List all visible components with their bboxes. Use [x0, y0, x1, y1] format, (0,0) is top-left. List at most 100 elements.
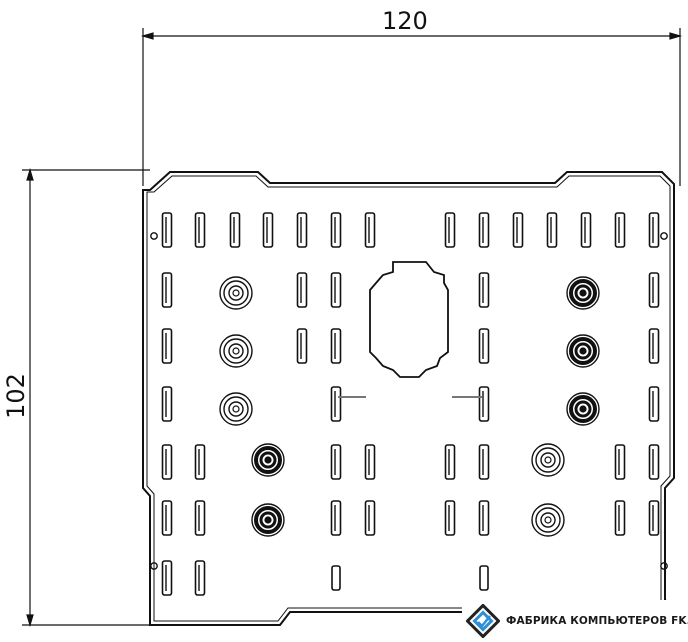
standoff-hole [579, 289, 587, 297]
standoff-inner-ring [574, 284, 592, 302]
standoff-hole [579, 405, 587, 413]
vent-slot [194, 560, 206, 596]
standoff-hole [579, 347, 587, 355]
vent-slot [364, 444, 376, 480]
vent-slot-short [331, 565, 341, 591]
corner-hole [150, 232, 158, 240]
vent-slot [296, 272, 308, 308]
vent-slot [161, 444, 173, 480]
vent-slot [364, 500, 376, 536]
standoff-inner-ring [228, 285, 244, 301]
dim-height-arrow-top [26, 167, 34, 181]
standoff-ring [223, 280, 249, 306]
dimension-lines [22, 28, 683, 628]
center-cutout [369, 261, 449, 378]
standoff-ring [569, 395, 597, 423]
dim-height-arrow-bottom [26, 614, 34, 628]
vent-slot [648, 328, 660, 364]
logo-diamond-icon [466, 604, 500, 638]
standoff-ring [569, 279, 597, 307]
width-dimension-label: 120 [382, 7, 428, 35]
vent-slot [614, 500, 626, 536]
vent-slot [296, 212, 308, 248]
vent-slot [194, 500, 206, 536]
standoff-hole [264, 516, 272, 524]
vent-slot [444, 444, 456, 480]
standoff-ring [223, 396, 249, 422]
vent-slot [512, 212, 524, 248]
standoff-inner-ring [259, 511, 277, 529]
vent-slot [161, 500, 173, 536]
vent-slot [648, 272, 660, 308]
vent-slot [194, 444, 206, 480]
standoff-outer-ring [219, 334, 253, 368]
vent-slot [330, 444, 342, 480]
standoff-ring [569, 337, 597, 365]
logo-text: ФАБРИКА КОМПЬЮТЕРОВ FK.BY [506, 615, 688, 627]
vent-slot [478, 444, 490, 480]
standoff-hole [544, 456, 552, 464]
vent-slot [648, 500, 660, 536]
corner-hole [150, 562, 158, 570]
corner-hole [660, 562, 668, 570]
vent-slot [478, 500, 490, 536]
brand-logo: ФАБРИКА КОМПЬЮТЕРОВ FK.BY [462, 600, 688, 642]
standoff-outer-ring [251, 503, 285, 537]
vent-slot [614, 212, 626, 248]
standoff-hole [264, 456, 272, 464]
vent-slot-short [479, 565, 489, 591]
standoff-outer-ring [219, 276, 253, 310]
vent-slot [296, 328, 308, 364]
vent-slot [580, 212, 592, 248]
standoff-inner-ring [540, 512, 556, 528]
standoff-inner-ring [228, 343, 244, 359]
standoff-outer-ring [251, 443, 285, 477]
standoff-hole [232, 289, 240, 297]
vent-slot [161, 386, 173, 422]
vent-slot [614, 444, 626, 480]
vent-slot [161, 560, 173, 596]
standoff-ring [535, 447, 561, 473]
standoff-outer-ring [566, 334, 600, 368]
vent-slot [330, 328, 342, 364]
standoff-inner-ring [228, 401, 244, 417]
vent-slot [364, 212, 376, 248]
height-dimension-label: 102 [2, 373, 30, 419]
small-holes [150, 232, 668, 570]
standoff-inner-ring [259, 451, 277, 469]
standoff-hole [544, 516, 552, 524]
tray-outline-inner [146, 175, 677, 622]
vent-slot [648, 212, 660, 248]
standoff-ring [254, 446, 282, 474]
vent-slot [262, 212, 274, 248]
standoff-outer-ring [566, 392, 600, 426]
mounting-standoffs [219, 276, 600, 537]
vent-slot [478, 212, 490, 248]
vent-slot [478, 386, 490, 422]
standoff-outer-ring [219, 392, 253, 426]
standoff-inner-ring [574, 342, 592, 360]
corner-hole [660, 232, 668, 240]
standoff-hole [232, 405, 240, 413]
standoff-hole [232, 347, 240, 355]
vent-slot [330, 500, 342, 536]
vent-slot [478, 328, 490, 364]
vent-slot [194, 212, 206, 248]
vent-slot [330, 272, 342, 308]
vent-slot [229, 212, 241, 248]
standoff-outer-ring [531, 443, 565, 477]
vent-slot [648, 444, 660, 480]
dim-width-arrow-left [140, 32, 154, 40]
vent-slot [444, 500, 456, 536]
vent-slot [478, 272, 490, 308]
standoff-outer-ring [566, 276, 600, 310]
vent-slot [161, 212, 173, 248]
standoff-ring [254, 506, 282, 534]
vent-slot [330, 386, 342, 422]
vent-slot [444, 212, 456, 248]
vent-slot [330, 212, 342, 248]
standoff-ring [223, 338, 249, 364]
vent-slot [161, 328, 173, 364]
standoff-outer-ring [531, 503, 565, 537]
vent-slot [161, 272, 173, 308]
